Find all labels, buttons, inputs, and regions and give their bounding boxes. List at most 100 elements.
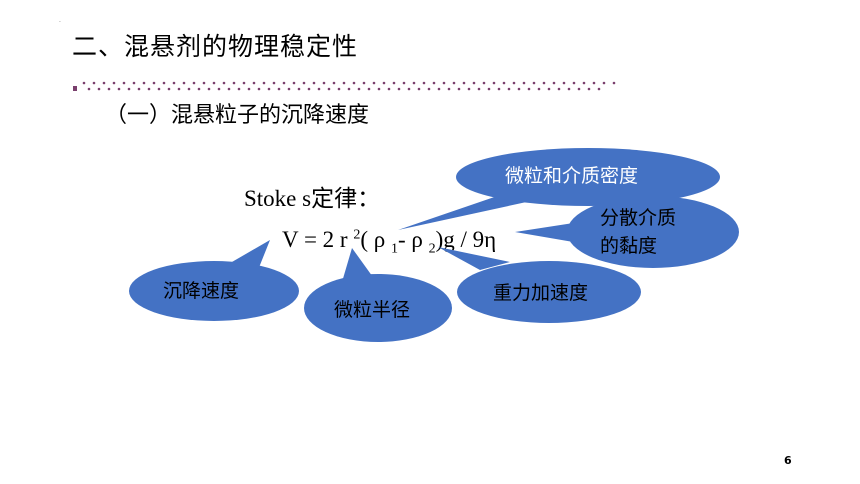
gravity-bubble [457, 261, 641, 323]
velocity-bubble [129, 261, 299, 321]
divider-dot [572, 81, 576, 85]
gravity-callout-text: 重力加速度 [493, 282, 589, 304]
divider-dot [347, 87, 351, 91]
divider-dot [217, 87, 221, 91]
divider-dot [467, 87, 471, 91]
stokes-formula: V = 2 r 2( ρ 1- ρ 2)g / 9η [282, 225, 497, 257]
density-callout [398, 148, 720, 230]
divider-dot [257, 87, 261, 91]
radius-pointer [342, 248, 375, 282]
divider-dot [342, 81, 346, 85]
divider-dot [517, 87, 521, 91]
dotted-divider [73, 81, 616, 91]
divider-dot [542, 81, 546, 85]
divider-dot [417, 87, 421, 91]
divider-dot [372, 81, 376, 85]
divider-dot [387, 87, 391, 91]
divider-dot [512, 81, 516, 85]
radius-callout-text: 微粒半径 [334, 299, 411, 321]
viscosity-bubble [567, 196, 739, 268]
divider-dot [382, 81, 386, 85]
radius-callout [304, 248, 452, 342]
divider-dot [162, 81, 166, 85]
divider-dot [277, 87, 281, 91]
divider-dot [107, 87, 111, 91]
divider-dot [502, 81, 506, 85]
divider-dot [307, 87, 311, 91]
divider-dot [567, 87, 571, 91]
divider-dot [432, 81, 436, 85]
divider-dot [477, 87, 481, 91]
divider-dot [362, 81, 366, 85]
divider-dot [392, 81, 396, 85]
divider-dot [297, 87, 301, 91]
formula-rest: )g / 9η [435, 227, 497, 252]
divider-dot [337, 87, 341, 91]
divider-dot [242, 81, 246, 85]
divider-dot [177, 87, 181, 91]
divider-dot [437, 87, 441, 91]
divider-dot [227, 87, 231, 91]
gravity-pointer [438, 247, 510, 270]
divider-dot [507, 87, 511, 91]
formula-lhs: V = 2 r [282, 227, 354, 252]
divider-dot [327, 87, 331, 91]
divider-dot [97, 87, 101, 91]
divider-dot [192, 81, 196, 85]
divider-dot [267, 87, 271, 91]
divider-dot [352, 81, 356, 85]
divider-dot [152, 81, 156, 85]
divider-dot [612, 81, 616, 85]
formula-sub-2: 2 [428, 241, 436, 257]
slide-subtitle: （一）混悬粒子的沉降速度 [105, 103, 370, 128]
viscosity-callout-text-2: 的黏度 [600, 235, 658, 257]
divider-dot [167, 87, 171, 91]
divider-dot [317, 87, 321, 91]
divider-dot [287, 87, 291, 91]
slide-title: 二、混悬剂的物理稳定性 [72, 32, 359, 61]
divider-dot [357, 87, 361, 91]
divider-dot [537, 87, 541, 91]
divider-dot [427, 87, 431, 91]
page-number: 6 [784, 454, 792, 467]
divider-dot [142, 81, 146, 85]
divider-dot [112, 81, 116, 85]
divider-dot [492, 81, 496, 85]
divider-dot [212, 81, 216, 85]
divider-dot [527, 87, 531, 91]
radius-bubble [304, 274, 452, 342]
divider-dot [582, 81, 586, 85]
divider-dot [247, 87, 251, 91]
velocity-callout-text: 沉降速度 [163, 280, 240, 302]
divider-dot [207, 87, 211, 91]
divider-dot [302, 81, 306, 85]
divider-dot [602, 81, 606, 85]
divider-dot [522, 81, 526, 85]
divider-dot [497, 87, 501, 91]
divider-dot [187, 87, 191, 91]
divider-dot [592, 81, 596, 85]
divider-dot [322, 81, 326, 85]
divider-dot [552, 81, 556, 85]
divider-dot [222, 81, 226, 85]
divider-dot [292, 81, 296, 85]
divider-dot [377, 87, 381, 91]
divider-dot [182, 81, 186, 85]
divider-dot [82, 81, 86, 85]
divider-dot [397, 87, 401, 91]
viscosity-callout-text-1: 分散介质 [600, 207, 677, 229]
divider-dot [122, 81, 126, 85]
divider-dot [562, 81, 566, 85]
divider-dot [462, 81, 466, 85]
divider-dot [557, 87, 561, 91]
divider-dot [92, 81, 96, 85]
density-bubble [456, 148, 720, 206]
divider-dot [272, 81, 276, 85]
divider-dot [87, 87, 91, 91]
divider-dot [587, 87, 591, 91]
divider-square [73, 86, 77, 91]
divider-dot [532, 81, 536, 85]
divider-dot [252, 81, 256, 85]
